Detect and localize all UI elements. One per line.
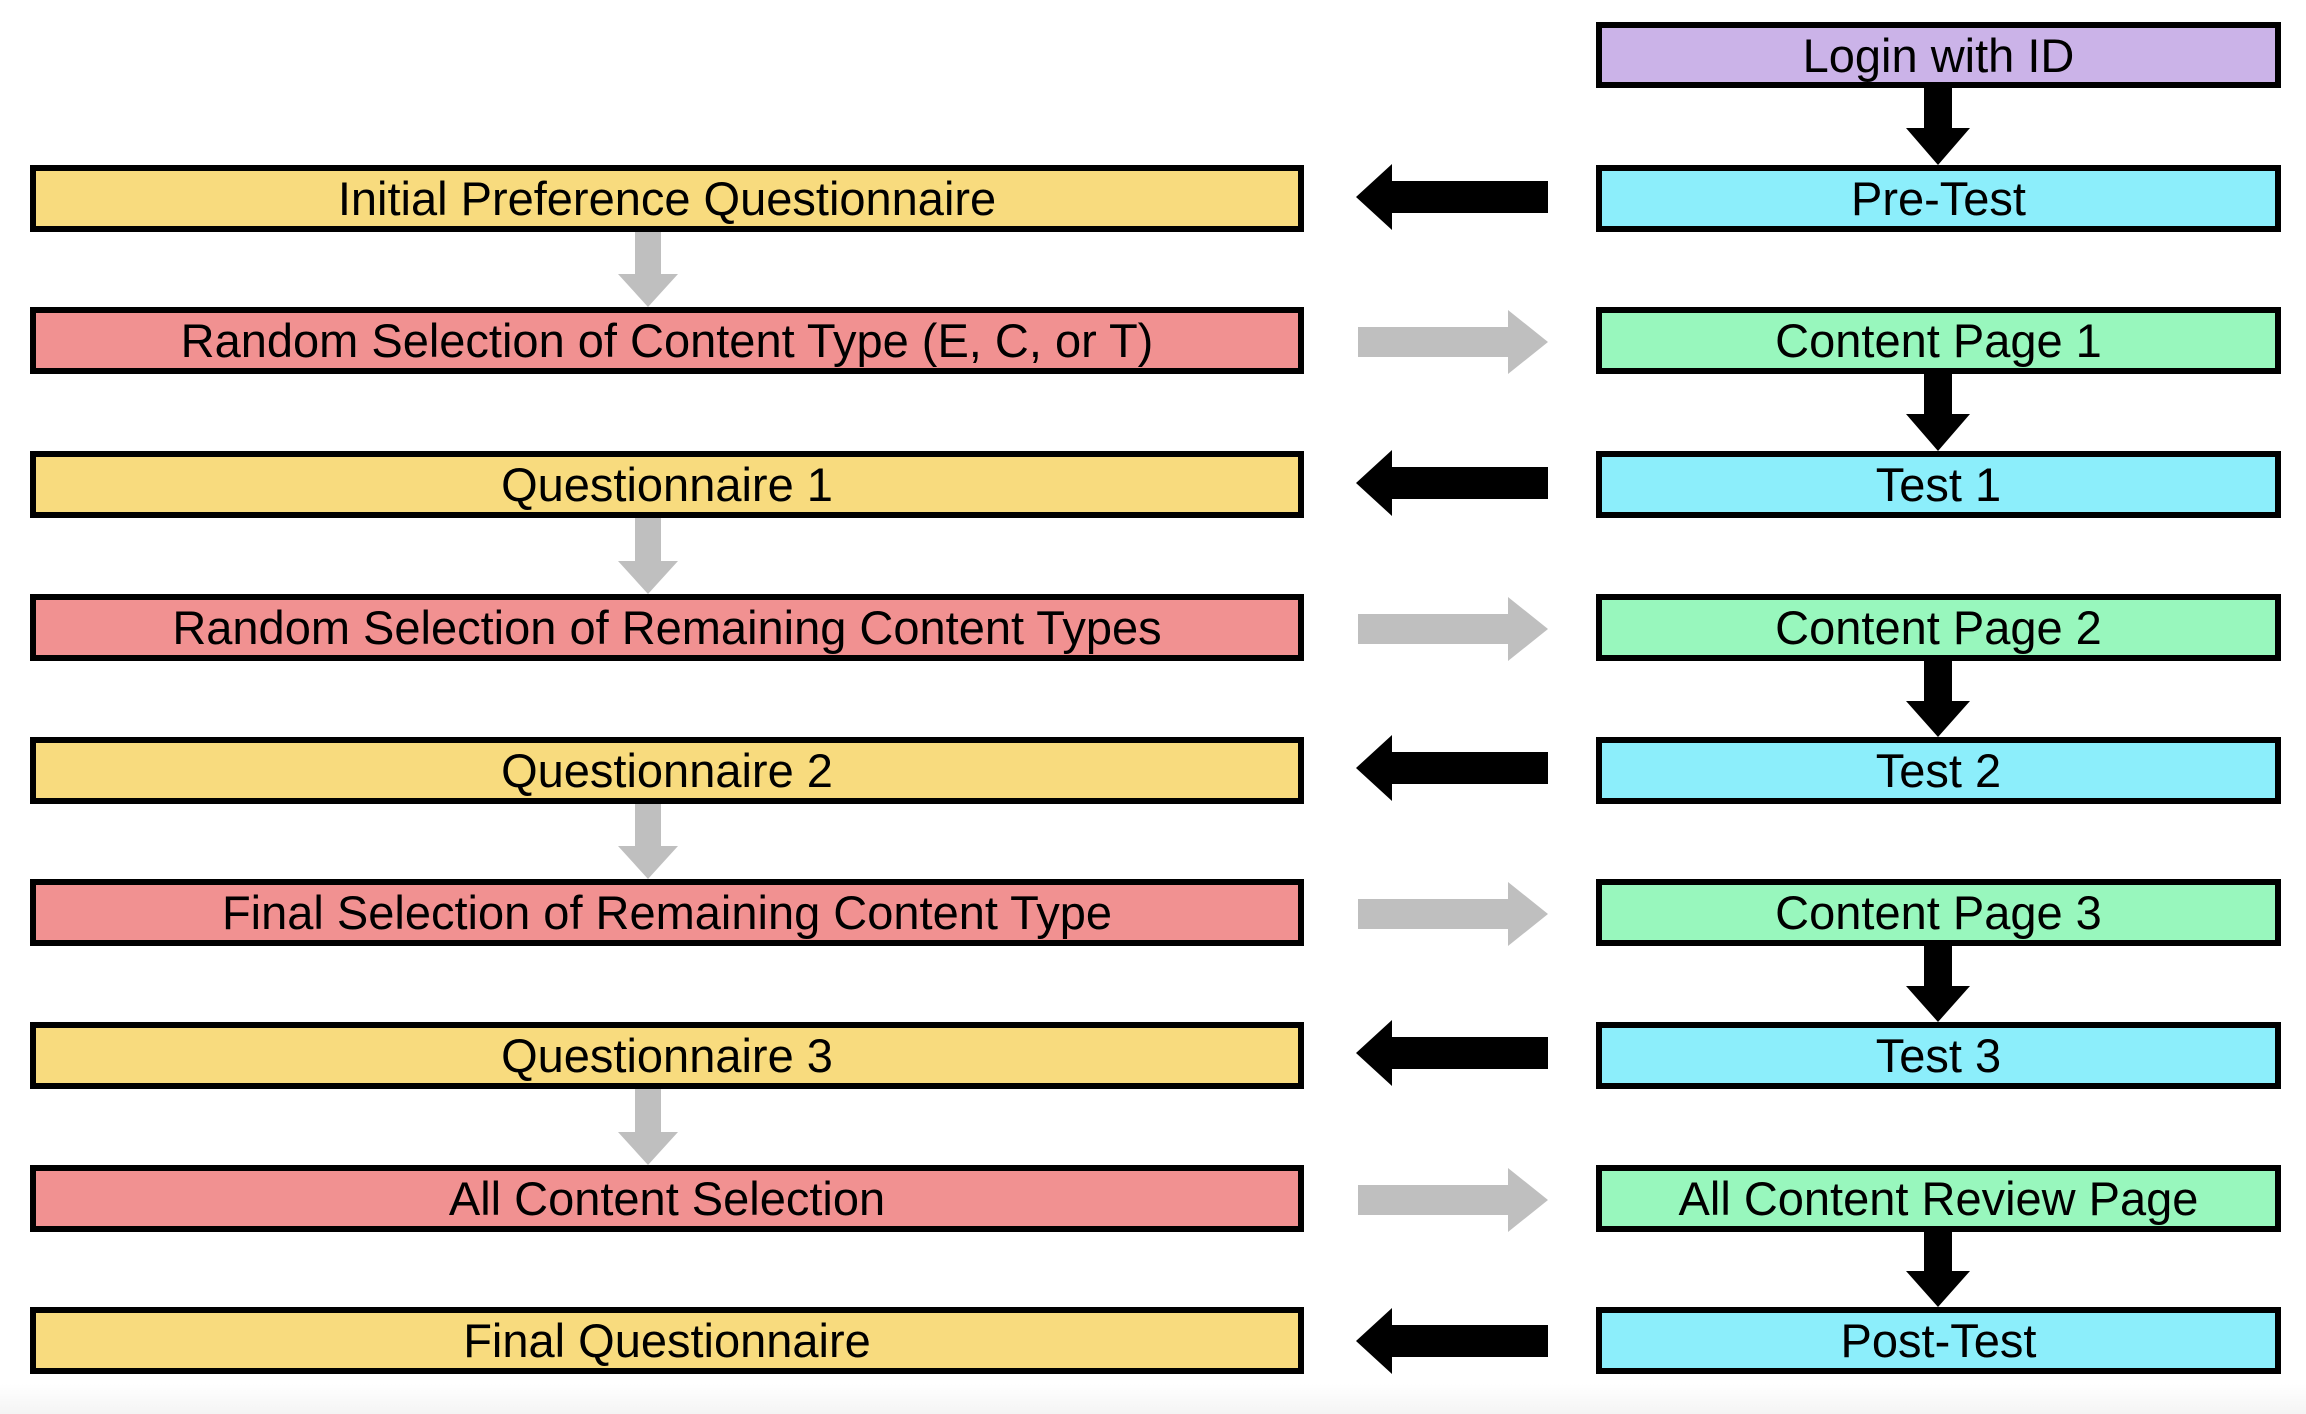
test-2-box: Test 2 xyxy=(1596,737,2281,804)
left-arrow-icon xyxy=(1356,735,1548,801)
down-arrow-icon xyxy=(618,804,678,879)
final-questionnaire-box: Final Questionnaire xyxy=(30,1307,1304,1374)
content-page-2-box: Content Page 2 xyxy=(1596,594,2281,661)
down-arrow-icon xyxy=(618,232,678,307)
questionnaire-2-box: Questionnaire 2 xyxy=(30,737,1304,804)
right-arrow-icon xyxy=(1358,882,1548,946)
initial-preference-questionnaire-box: Initial Preference Questionnaire xyxy=(30,165,1304,232)
all-content-selection-box: All Content Selection xyxy=(30,1165,1304,1232)
login-with-id-box: Login with ID xyxy=(1596,22,2281,88)
right-arrow-icon xyxy=(1358,1168,1548,1232)
test-1-box: Test 1 xyxy=(1596,451,2281,518)
down-arrow-icon xyxy=(1906,1232,1970,1307)
right-arrow-icon xyxy=(1358,597,1548,661)
down-arrow-icon xyxy=(1906,661,1970,737)
down-arrow-icon xyxy=(618,518,678,594)
random-selection-content-type-box: Random Selection of Content Type (E, C, … xyxy=(30,307,1304,374)
down-arrow-icon xyxy=(618,1089,678,1165)
post-test-box: Post-Test xyxy=(1596,1307,2281,1374)
left-arrow-icon xyxy=(1356,1020,1548,1086)
left-arrow-icon xyxy=(1356,164,1548,230)
all-content-review-page-box: All Content Review Page xyxy=(1596,1165,2281,1232)
random-selection-remaining-box: Random Selection of Remaining Content Ty… xyxy=(30,594,1304,661)
down-arrow-icon xyxy=(1906,88,1970,165)
down-arrow-icon xyxy=(1906,946,1970,1022)
pre-test-box: Pre-Test xyxy=(1596,165,2281,232)
test-3-box: Test 3 xyxy=(1596,1022,2281,1089)
right-arrow-icon xyxy=(1358,310,1548,374)
questionnaire-1-box: Questionnaire 1 xyxy=(30,451,1304,518)
left-arrow-icon xyxy=(1356,450,1548,516)
content-page-1-box: Content Page 1 xyxy=(1596,307,2281,374)
content-page-3-box: Content Page 3 xyxy=(1596,879,2281,946)
final-selection-remaining-box: Final Selection of Remaining Content Typ… xyxy=(30,879,1304,946)
left-arrow-icon xyxy=(1356,1308,1548,1374)
down-arrow-icon xyxy=(1906,374,1970,451)
bottom-shade xyxy=(0,1384,2306,1414)
questionnaire-3-box: Questionnaire 3 xyxy=(30,1022,1304,1089)
